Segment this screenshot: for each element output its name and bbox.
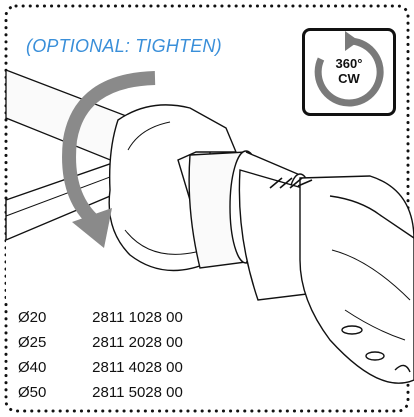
rotation-angle: 360° xyxy=(335,56,363,71)
brand-logo xyxy=(269,177,313,189)
tighten-arrow-icon xyxy=(62,71,156,248)
list-item: Ø20 2811 1028 00 xyxy=(18,305,183,330)
rotation-direction: CW xyxy=(338,71,360,86)
list-item: Ø50 2811 5028 00 xyxy=(18,380,183,405)
part-number: 2811 5028 00 xyxy=(92,384,183,401)
part-number: 2811 1028 00 xyxy=(92,309,183,326)
part-diameter: Ø40 xyxy=(18,359,47,376)
part-number: 2811 4028 00 xyxy=(92,359,183,376)
rotation-badge: 360° CW xyxy=(302,28,396,116)
part-diameter: Ø20 xyxy=(18,309,47,326)
list-item: Ø25 2811 2028 00 xyxy=(18,330,183,355)
part-number-list: Ø20 2811 1028 00 Ø25 2811 2028 00 Ø40 28… xyxy=(18,305,183,405)
fitting-body xyxy=(238,169,414,384)
part-diameter: Ø50 xyxy=(18,384,47,401)
instruction-heading: (OPTIONAL: TIGHTEN) xyxy=(26,36,222,56)
part-diameter: Ø25 xyxy=(18,334,47,351)
list-item: Ø40 2811 4028 00 xyxy=(18,355,183,380)
part-number: 2811 2028 00 xyxy=(92,334,183,351)
rotation-arrow-icon xyxy=(314,31,384,107)
